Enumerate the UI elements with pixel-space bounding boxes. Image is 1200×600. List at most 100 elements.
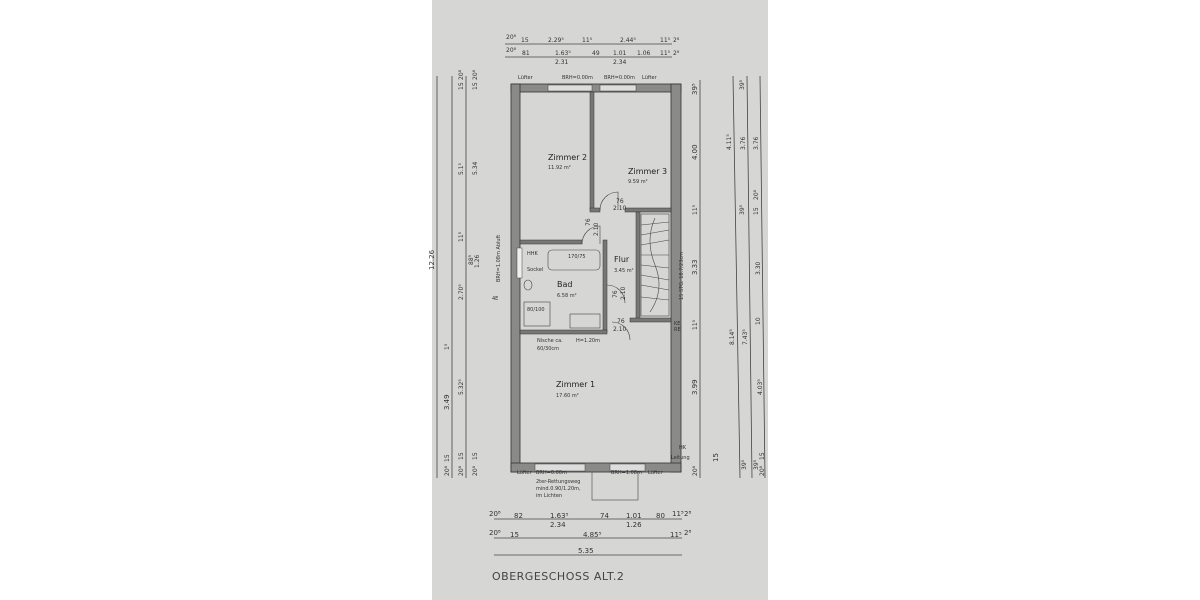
dimension-label: 80 [656,512,665,520]
dimension-label: HK [679,445,687,451]
dimension-label: 20⁸ [753,189,760,200]
dimension-label: 3.30 [755,261,762,275]
dimension-label: BRH=0.00m [536,470,567,476]
dimension-label: BRH=0.00m [562,75,593,81]
window [599,84,637,92]
dimension-label: HHK [527,251,539,257]
dimension-label: RE [674,327,681,333]
dimension-label: 11⁵ [660,50,671,57]
rescue-exit [591,471,639,501]
dimension-label: 3.76 [753,136,760,150]
dimension-label: 2.10 [593,222,600,236]
bottom-dimensions: 20⁸ 82 1.63⁵ 74 1.01 80 11⁵ 2⁸ 2.34 1.26… [489,510,691,556]
right-dimensions: 39⁵ 4.00 11⁵ 3.33 11⁵ 3.99 20⁸ 15 4.11⁵ … [691,75,766,479]
left-dimensions: 12.26 3.49 20⁸ 15 15 20⁸ 5.1⁵ 11⁵ 2.70⁵ … [428,69,481,478]
plan-line [640,296,670,301]
dimension-label: 20⁸ [458,69,465,80]
dimension-label: 1.26 [626,521,642,529]
dimension-label: Leitung [671,455,690,461]
dimension-label: H=1.20m [576,338,600,344]
plan-line [602,239,608,333]
dimension-label: 15 [444,454,451,462]
interior-walls [516,91,672,335]
dimension-label: 2.10 [620,286,627,300]
dimension-label: 20⁸ [506,47,517,54]
room-name-zimmer1: Zimmer 1 [556,380,595,389]
plan-line [640,239,670,246]
top-dimensions: 20⁸ 15 2.29⁵ 11⁵ 2.44⁵ 11⁵ 2⁸ 20⁸ 81 1.6… [505,34,680,66]
room-name-zimmer2: Zimmer 2 [548,153,587,162]
plan-line [516,247,523,279]
dimension-label: BRH=0.00m [604,75,635,81]
plan-line [611,321,631,341]
dimension-label: 2ter-Rettungsweg [536,479,580,485]
plan-title: OBERGESCHOSS ALT.2 [492,570,624,583]
dimension-label: 1.06 [637,50,651,57]
dimension-label: 3.99 [691,379,699,395]
dimension-label: 20⁸ [489,529,501,537]
dimension-label: 39⁵ [739,79,746,90]
dimension-label: 20⁸ [506,34,517,41]
dimension-label: 1⁵ [444,343,451,350]
dimension-label: 76 [612,290,619,298]
dimension-label: 2⁸ [684,510,691,518]
dimension-label: 15 STG. 18.7/23cm [679,252,685,300]
dimension-label: 76 [616,198,624,205]
dimension-label: 170/75 [568,254,586,260]
dimension-label: 2.34 [613,59,627,66]
dimension-label: 3.76 [740,136,747,150]
dimension-label: 2.70⁵ [458,284,465,300]
dimension-label: 82 [514,512,523,520]
dimension-label: 2.31 [555,59,569,66]
dimension-label: 10 [755,317,762,325]
dimension-label: 20⁸ [472,69,479,80]
dimension-label: 15 [753,207,760,215]
dimension-label: 39⁵ [741,459,748,470]
dimension-label: 3.33 [691,259,699,275]
dimension-label: Sockel [527,267,543,273]
dimension-label: 1.63⁵ [550,512,569,520]
dimension-label: Lüfter [518,75,534,81]
plan-line [629,317,672,323]
dimension-label: 2.29⁵ [548,37,564,44]
dimension-label: 11⁵ [692,319,699,330]
dimension-label: 76 [585,218,592,226]
plan-line [510,83,682,93]
dimension-label: Nische ca. [537,338,563,344]
dimension-label: 81 [522,50,530,57]
dimension-label: 15 [759,452,766,460]
dimension-label: 1.63⁵ [555,50,571,57]
toilet [523,279,533,291]
annotations: Lüfter BRH=0.00m BRH=0.00m Lüfter HHK 17… [492,75,690,499]
bathroom-fixtures [523,249,601,329]
dimension-label: 4.00 [691,144,699,160]
window [547,84,593,92]
dimension-label: 80/100 [527,307,545,313]
dimension-label: 4.85⁵ [583,531,602,539]
plan-line [635,211,641,321]
outer-walls [510,83,682,473]
sink [569,313,601,329]
dimension-label: 1.01 [626,512,642,520]
dimension-label: 20⁸ [444,465,451,476]
room-name-bad: Bad [557,280,572,289]
bathtub [547,249,601,271]
dimension-label: 15 [458,82,465,90]
dimension-label: 15 [472,452,479,460]
dimension-label: 11⁵ [582,37,593,44]
dimension-label: 2⁸ [684,529,691,537]
dimension-label: 39⁵ [691,83,699,95]
room-area-zimmer3: 9.59 m² [628,179,648,185]
dimension-label: 1.01 [613,50,627,57]
plan-line [640,229,670,236]
dimension-label: 74 [600,512,609,520]
dimension-label: 88⁵ [468,254,475,265]
dimension-label: KE [674,321,680,327]
doors [581,191,631,341]
dimension-label: 5.34 [472,161,479,175]
dimension-label: Lüfter [648,470,664,476]
dimension-label: 15 [458,452,465,460]
dimension-label: im Lichten [536,493,562,499]
dimension-label: 11⁵ [670,531,682,539]
